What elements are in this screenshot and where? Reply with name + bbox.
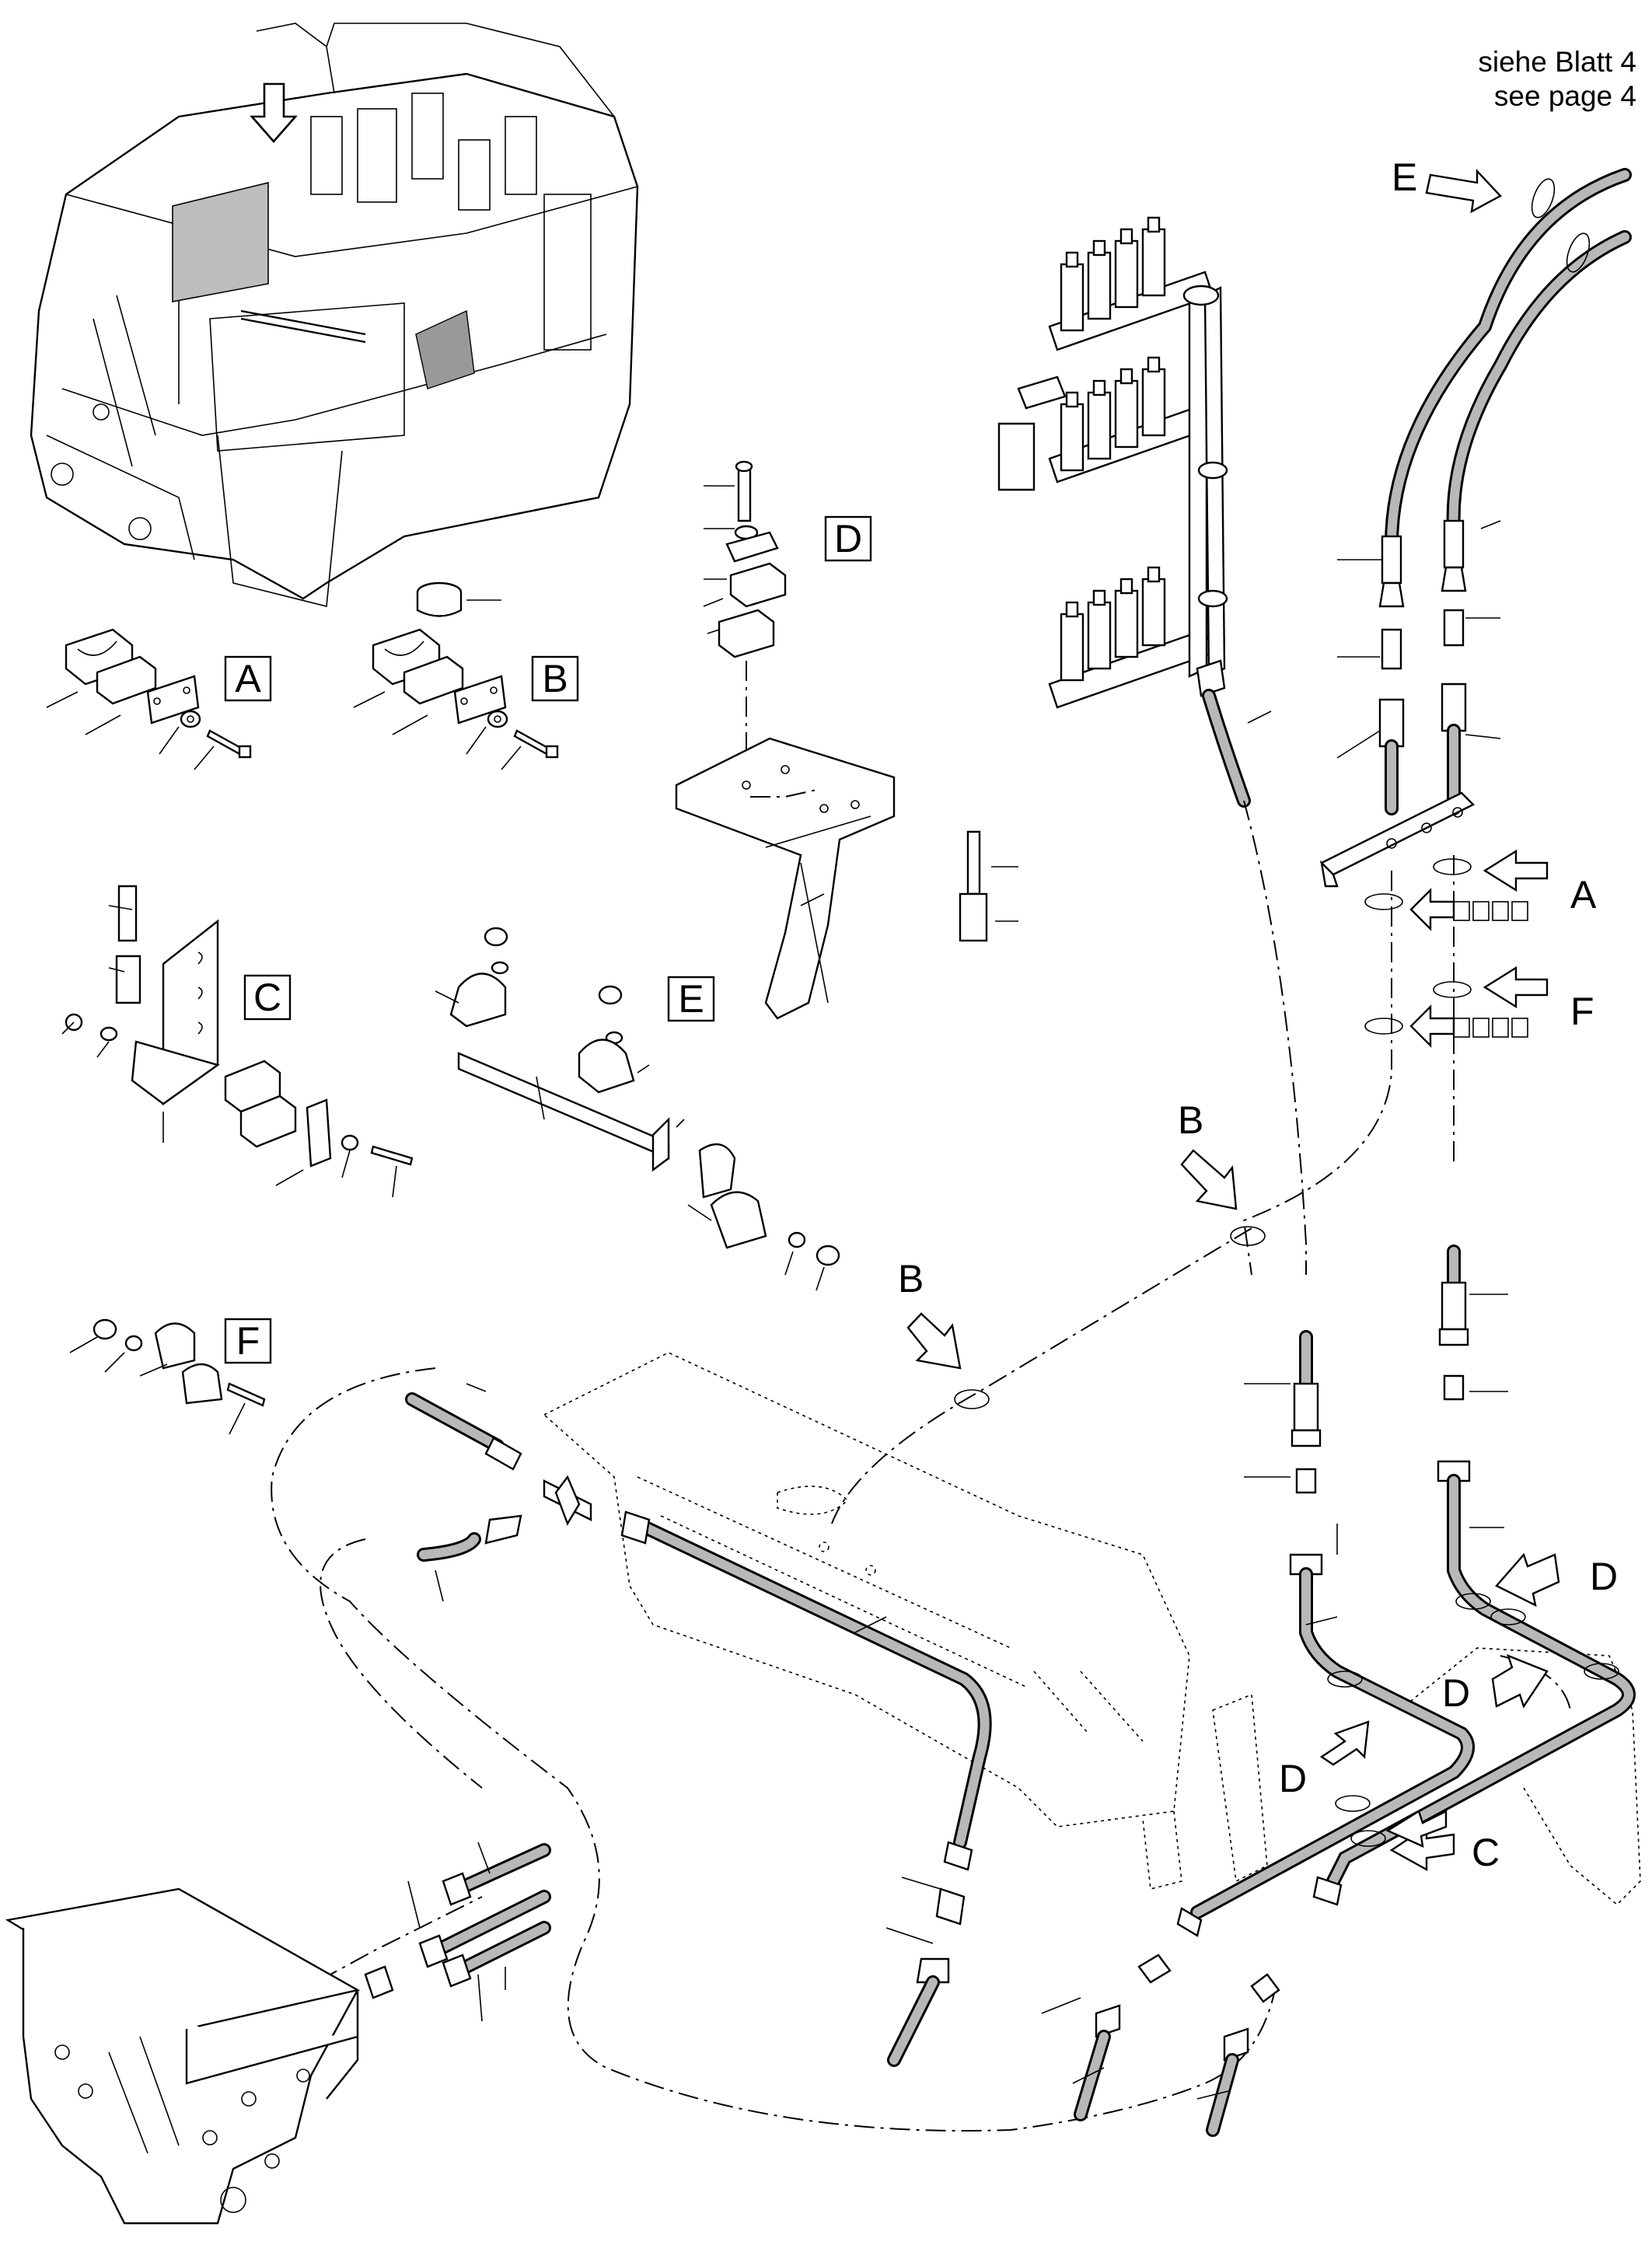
lower-right-callouts: D D D C	[1279, 1552, 1618, 1874]
centre-hose-run	[1202, 689, 1307, 1275]
label-c-kit: C	[253, 976, 281, 1019]
arrow-b-upper-icon	[1180, 1149, 1238, 1210]
label-b-kit: B	[542, 657, 568, 700]
label-d-callout-1: D	[1590, 1555, 1618, 1598]
page-reference-note: siehe Blatt 4 see page 4	[1478, 45, 1636, 113]
arrow-a-icon	[1483, 849, 1549, 892]
arrow-d1-icon	[1495, 1552, 1560, 1608]
arrow-e-icon	[1425, 168, 1502, 214]
arrow-c1-icon	[1389, 1824, 1455, 1872]
arrow-f2-icon	[1409, 1004, 1455, 1048]
label-f-kit: F	[236, 1319, 260, 1363]
detail-kit-a: A	[46, 628, 272, 770]
arrow-d3-icon	[1319, 1720, 1370, 1766]
label-d-kit: D	[834, 517, 862, 560]
lower-frame	[543, 1352, 1641, 1906]
arrow-c2-icon	[1385, 1810, 1448, 1848]
upper-right-hoses	[1242, 168, 1632, 1276]
page-reference-german: siehe Blatt 4	[1478, 46, 1636, 78]
lower-right-pipes	[1041, 1245, 1636, 2137]
highlight-panel	[172, 181, 269, 302]
label-a-kit: A	[235, 657, 261, 700]
machine-overview	[30, 23, 639, 608]
detail-kit-f: F	[69, 1318, 272, 1435]
label-b-callout-lower: B	[898, 1257, 924, 1301]
detail-kit-b: B	[353, 581, 579, 770]
centre-pipe	[405, 1383, 992, 2067]
valve-row-1	[1060, 216, 1166, 332]
right-callouts: E A F B B	[898, 155, 1597, 1409]
label-c-callout: C	[1472, 1831, 1500, 1874]
arrow-b-lower-icon	[906, 1312, 962, 1370]
arrow-a2-icon	[1409, 888, 1455, 931]
label-b-callout-upper: B	[1178, 1098, 1203, 1142]
detail-kit-e: E	[435, 927, 840, 1291]
location-arrow-icon	[250, 82, 298, 143]
arrow-d2-icon	[1491, 1653, 1549, 1709]
label-e-kit: E	[678, 977, 704, 1021]
label-d-callout-3: D	[1279, 1757, 1307, 1800]
label-e-top: E	[1392, 155, 1417, 199]
valve-block	[997, 216, 1228, 709]
detail-kit-c: C	[61, 885, 414, 1198]
label-f-callout: F	[1570, 990, 1594, 1033]
valve-row-2	[1060, 356, 1166, 472]
valve-row-3	[1060, 566, 1166, 682]
label-a-callout: A	[1570, 873, 1597, 917]
lower-left-bracket	[5, 1842, 551, 2225]
arrow-f-icon	[1483, 965, 1549, 1009]
page-reference-english: see page 4	[1493, 80, 1636, 112]
label-d-callout-2: D	[1442, 1671, 1470, 1715]
detail-kit-d: D	[675, 460, 1018, 1020]
